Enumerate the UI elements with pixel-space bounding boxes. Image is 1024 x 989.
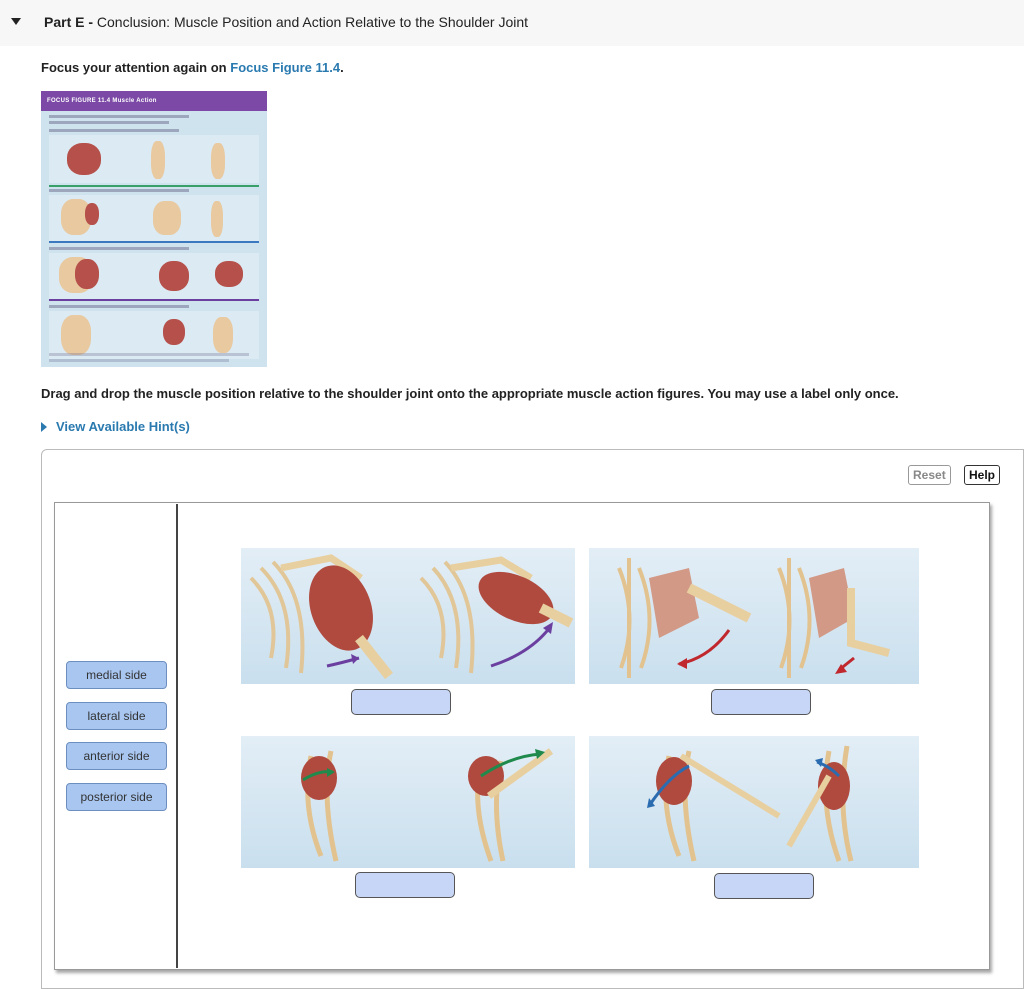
drop-target-flexion[interactable]: [355, 872, 455, 898]
focus-figure-thumbnail[interactable]: FOCUS FIGURE 11.4 Muscle Action: [41, 91, 267, 367]
figure-abduction: [241, 548, 575, 684]
label-anterior-side[interactable]: anterior side: [66, 742, 167, 770]
figure-extension: [589, 736, 919, 868]
triangle-right-icon: [41, 421, 47, 432]
part-header[interactable]: Part E - Conclusion: Muscle Position and…: [0, 0, 1024, 46]
focus-prefix: Focus your attention again on: [41, 60, 227, 75]
reset-button[interactable]: Reset: [908, 465, 951, 485]
thumbnail-banner: FOCUS FIGURE 11.4 Muscle Action: [41, 91, 267, 111]
figure-adduction: [589, 548, 919, 684]
part-label: Part E -: [44, 14, 94, 30]
instructions-text: Drag and drop the muscle position relati…: [41, 386, 899, 401]
figure-flexion: [241, 736, 575, 868]
help-button[interactable]: Help: [964, 465, 1001, 485]
caret-down-icon[interactable]: [11, 18, 21, 25]
view-hints-link[interactable]: View Available Hint(s): [41, 419, 190, 434]
drop-target-adduction[interactable]: [711, 689, 811, 715]
view-hints-label: View Available Hint(s): [56, 419, 190, 434]
label-lateral-side[interactable]: lateral side: [66, 702, 167, 730]
label-bank: [56, 504, 178, 968]
drop-target-extension[interactable]: [714, 873, 814, 899]
label-medial-side[interactable]: medial side: [66, 661, 167, 689]
drop-target-abduction[interactable]: [351, 689, 451, 715]
part-title: Part E - Conclusion: Muscle Position and…: [44, 14, 528, 30]
focus-figure-link[interactable]: Focus Figure 11.4: [230, 60, 341, 75]
focus-instruction: Focus your attention again on Focus Figu…: [41, 60, 344, 75]
label-posterior-side[interactable]: posterior side: [66, 783, 167, 811]
part-title-text: Conclusion: Muscle Position and Action R…: [96, 14, 529, 30]
focus-suffix: .: [340, 60, 344, 75]
